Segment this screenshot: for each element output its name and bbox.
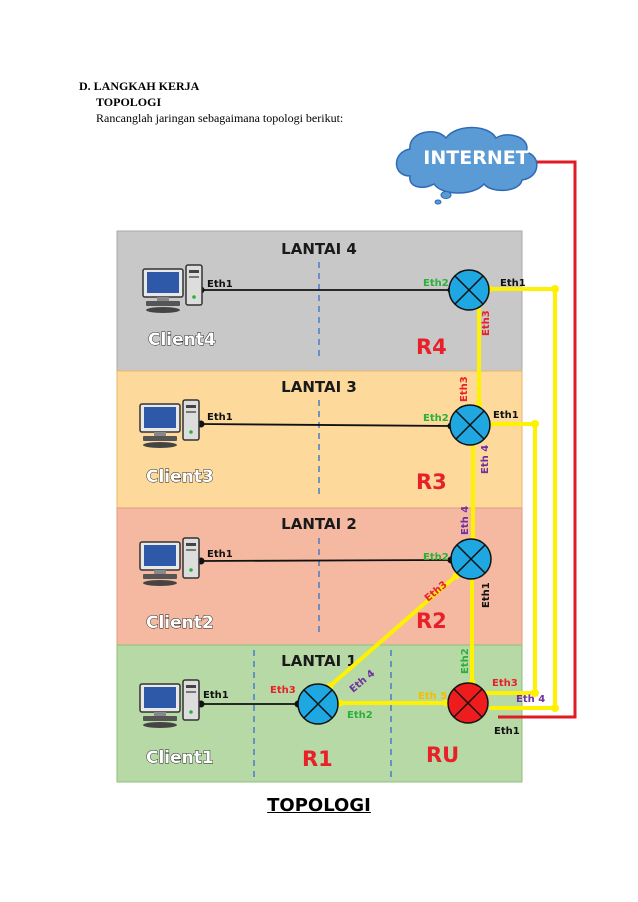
client4-eth1-label: Eth1 xyxy=(207,279,233,290)
r4-eth2-label: Eth2 xyxy=(423,278,449,289)
r2-eth2-label: Eth2 xyxy=(423,552,449,563)
ru-eth1-label: Eth1 xyxy=(494,726,520,737)
router-r4-label: R4 xyxy=(416,335,447,359)
client3-eth1-label: Eth1 xyxy=(207,412,233,423)
client3-label: Client3 xyxy=(146,467,214,487)
client1-eth1-label: Eth1 xyxy=(203,690,229,701)
floor-4-label: LANTAI 4 xyxy=(281,240,357,258)
router-ru-icon xyxy=(447,682,489,724)
section-heading: D. LANGKAH KERJA xyxy=(79,79,200,93)
router-ru-label: RU xyxy=(426,743,459,767)
floor-2-label: LANTAI 2 xyxy=(281,515,357,533)
ru-eth2-label: Eth2 xyxy=(460,648,471,674)
router-r1-icon xyxy=(297,683,339,725)
client-links xyxy=(200,289,452,705)
r3-eth1-label: Eth1 xyxy=(493,410,519,421)
client4-label: Client4 xyxy=(148,330,216,350)
ru-eth3-label: Eth3 xyxy=(492,678,518,689)
internet-label: INTERNET xyxy=(423,147,528,169)
internet-link xyxy=(498,160,577,719)
router-r4-icon xyxy=(448,269,490,311)
r1-eth2-label: Eth2 xyxy=(347,710,373,721)
client2-eth1-label: Eth1 xyxy=(207,549,233,560)
r2-eth1-label: Eth1 xyxy=(481,582,492,608)
router-r1-label: R1 xyxy=(302,747,333,771)
router-r2-label: R2 xyxy=(416,609,447,633)
router-r3-label: R3 xyxy=(416,470,447,494)
instruction-text: Rancanglah jaringan sebagaimana topologi… xyxy=(96,111,344,125)
ru-eth5-label: Eth 5 xyxy=(418,691,447,702)
floor-3-label: LANTAI 3 xyxy=(281,378,357,396)
ru-eth4-label: Eth 4 xyxy=(516,694,545,705)
r3-eth3-label: Eth3 xyxy=(459,376,470,402)
client1-label: Client1 xyxy=(146,748,214,768)
floor-dividers xyxy=(253,262,392,780)
r1-eth3-label: Eth3 xyxy=(270,685,296,696)
topology-caption: TOPOLOGI xyxy=(267,795,371,816)
router-r3-icon xyxy=(449,404,491,446)
r2-eth4-label: Eth 4 xyxy=(460,506,471,535)
r3-eth2-label: Eth2 xyxy=(423,413,449,424)
trunk-links xyxy=(328,287,557,710)
internet-cloud-icon xyxy=(395,126,538,205)
sub-heading: TOPOLOGI xyxy=(96,95,162,109)
floor-1-label: LANTAI 1 xyxy=(281,652,357,670)
r3-eth4-label: Eth 4 xyxy=(480,445,491,474)
r4-eth3-label: Eth3 xyxy=(481,310,492,336)
r4-eth1-label: Eth1 xyxy=(500,278,526,289)
client2-label: Client2 xyxy=(146,613,214,633)
router-r2-icon xyxy=(450,538,492,580)
